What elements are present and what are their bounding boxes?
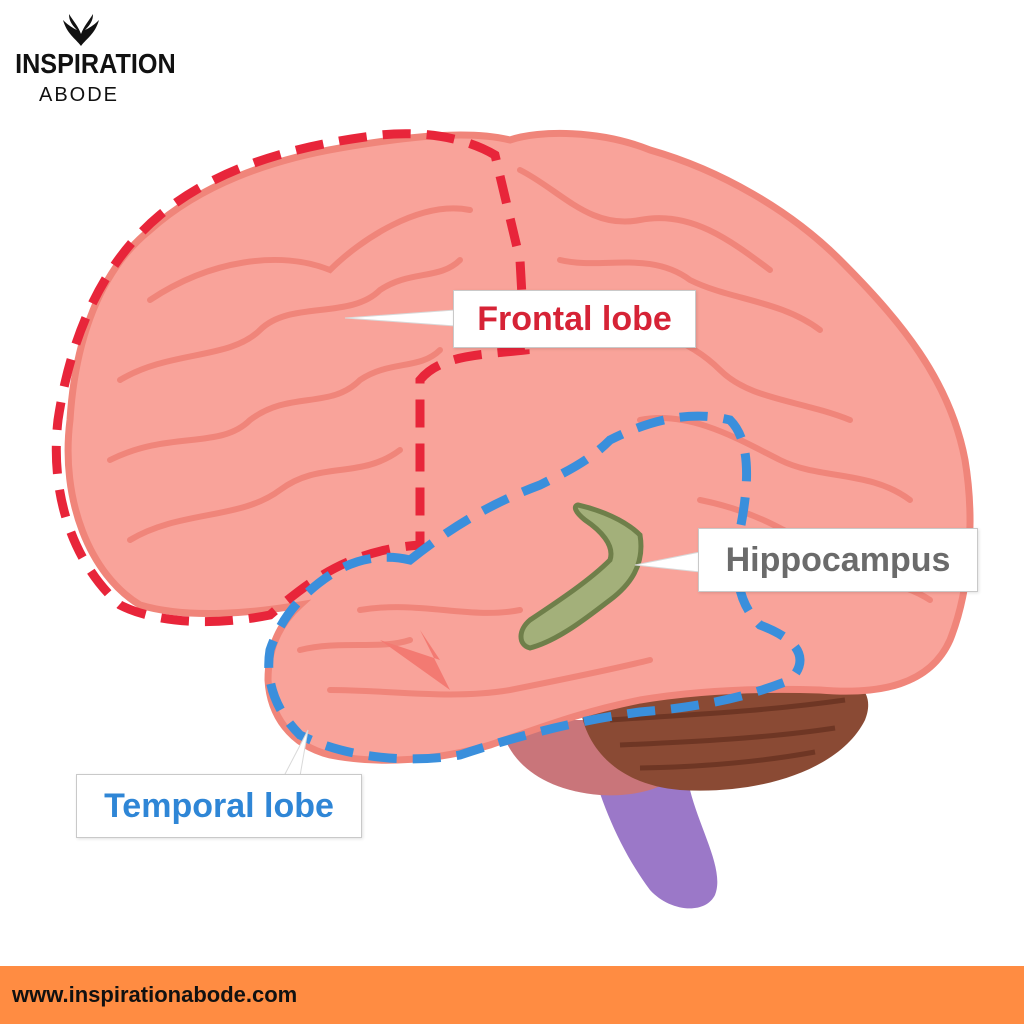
hippocampus [518,502,644,651]
gyrus-mark [380,630,450,690]
cerebrum [64,129,974,764]
wings-icon [63,14,99,46]
footer-bar: www.inspirationabode.com [0,966,1024,1024]
temporal-lobe-outline [264,411,805,764]
temporal-lobe-text: Temporal lobe [104,786,334,825]
temporal-lobe-label: Temporal lobe [76,774,362,838]
frontal-lobe-text: Frontal lobe [477,299,672,338]
brand-logo: INSPIRATION ABODE [8,10,176,106]
brand-name-bottom: ABODE [38,84,120,106]
brain-diagram [51,129,974,909]
frontal-lobe-label: Frontal lobe [453,290,696,348]
hippocampus-text: Hippocampus [725,540,951,579]
brainstem [590,760,718,909]
footer-url[interactable]: www.inspirationabode.com [12,982,298,1007]
hippocampus-label: Hippocampus [698,528,978,592]
frontal-lobe-outline [51,129,530,627]
